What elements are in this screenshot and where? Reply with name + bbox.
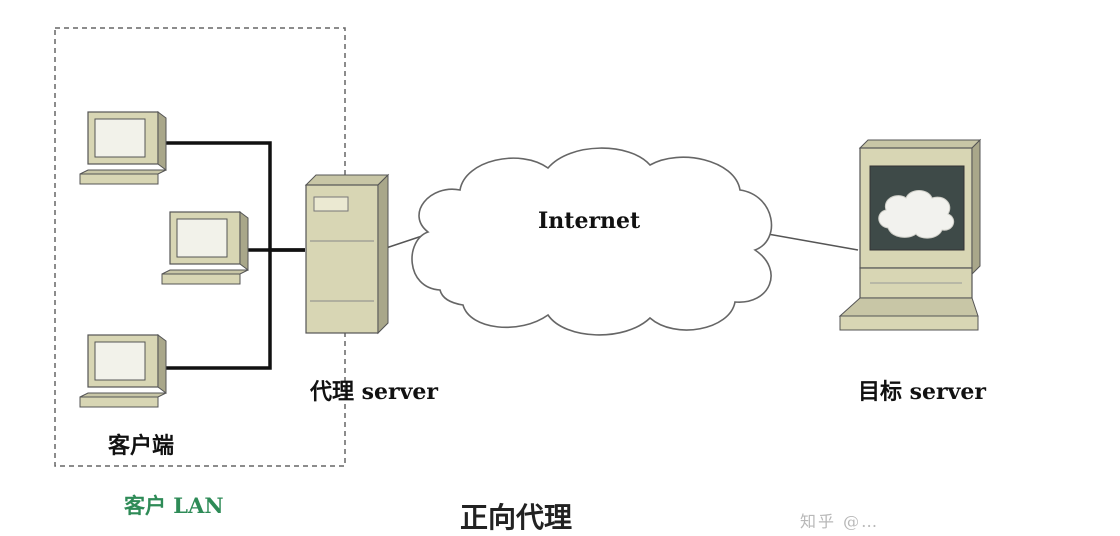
clients-label: 客户端 — [108, 428, 174, 460]
target-server-label: 目标 server — [858, 374, 986, 406]
cloud-icon — [412, 148, 771, 335]
monitor-icon — [840, 140, 980, 330]
server-tower-icon — [306, 175, 388, 333]
client-computer-icon — [80, 335, 166, 407]
internet-to-target-line — [762, 233, 858, 250]
diagram-caption: 正向代理 — [460, 496, 572, 536]
watermark: 知乎 @… — [800, 508, 879, 532]
client-computer-icon — [80, 112, 166, 184]
internet-label: Internet — [538, 208, 640, 234]
proxy-server-label: 代理 server — [310, 374, 438, 406]
client-computer-icon — [162, 212, 248, 284]
client-lan-label: 客户 LAN — [124, 490, 224, 520]
